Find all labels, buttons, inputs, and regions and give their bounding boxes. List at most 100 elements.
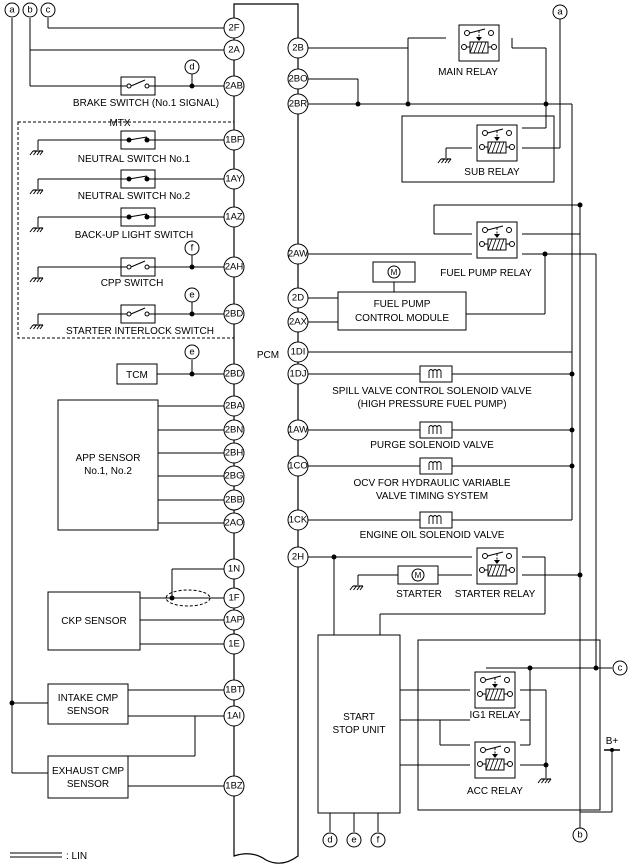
- intake-cmp-box: [47, 683, 129, 725]
- connector-e-interlock: e: [184, 287, 200, 303]
- pin-2BN: 2BN: [223, 419, 245, 441]
- neutral-switch-1-symbol: [120, 130, 156, 150]
- svg-text:d: d: [189, 62, 194, 73]
- svg-text:: LIN: : LIN: [66, 851, 87, 862]
- svg-text:1F: 1F: [228, 593, 239, 604]
- svg-text:2BD: 2BD: [225, 309, 244, 320]
- start-stop-label-2: STOP UNIT: [333, 725, 386, 736]
- fpcm-label-1: FUEL PUMP: [374, 299, 431, 310]
- svg-text:1BZ: 1BZ: [225, 781, 243, 792]
- pin-1AW: 1AW: [287, 419, 309, 441]
- pin-1N: 1N: [223, 558, 245, 580]
- tcm-label: TCM: [126, 370, 148, 381]
- svg-text:1CO: 1CO: [288, 461, 308, 472]
- svg-text:a: a: [9, 5, 15, 16]
- starter-interlock-switch-label: STARTER INTERLOCK SWITCH: [66, 326, 214, 337]
- svg-text:2BR: 2BR: [289, 99, 308, 110]
- svg-text:1AY: 1AY: [225, 174, 243, 185]
- ckp-sensor-label: CKP SENSOR: [61, 616, 126, 627]
- svg-text:2A: 2A: [228, 45, 240, 56]
- neutral-switch-1-label: NEUTRAL SWITCH No.1: [78, 154, 191, 165]
- svg-text:b: b: [27, 5, 32, 16]
- pin-1AI: 1AI: [223, 705, 245, 727]
- svg-text:c: c: [618, 663, 623, 674]
- fuel-pump-motor-icon: M: [387, 265, 401, 279]
- svg-text:d: d: [327, 835, 332, 846]
- svg-text:2BB: 2BB: [225, 495, 243, 506]
- svg-text:b: b: [577, 830, 582, 841]
- pin-1BF: 1BF: [223, 129, 245, 151]
- neutral-switch-2-symbol: [120, 169, 156, 189]
- connector-d-bottom: d: [322, 832, 338, 848]
- svg-text:2F: 2F: [228, 23, 239, 34]
- pin-2BB: 2BB: [223, 489, 245, 511]
- starter-relay-symbol: [476, 547, 518, 585]
- svg-text:1AW: 1AW: [288, 425, 308, 436]
- pin-2BA: 2BA: [223, 395, 245, 417]
- pin-1CO: 1CO: [287, 455, 309, 477]
- connector-b-top: b: [22, 2, 38, 18]
- starter-interlock-switch-symbol: [120, 304, 156, 324]
- pin-1F: 1F: [223, 587, 245, 609]
- connector-d-brake: d: [184, 59, 200, 75]
- svg-text:2BD: 2BD: [225, 369, 244, 380]
- connector-f-bottom: f: [370, 832, 386, 848]
- svg-text:2BO: 2BO: [288, 74, 307, 85]
- pcm-label: PCM: [257, 350, 279, 361]
- pin-2AW: 2AW: [287, 243, 309, 265]
- svg-text:2AH: 2AH: [225, 262, 244, 273]
- pin-2AO: 2AO: [223, 512, 245, 534]
- pin-2A: 2A: [223, 39, 245, 61]
- pin-2AH: 2AH: [223, 256, 245, 278]
- pin-2BD: 2BD: [223, 303, 245, 325]
- starter-label: STARTER: [396, 589, 442, 600]
- b-plus-label: B+: [606, 736, 619, 747]
- connector-e-bottom: e: [346, 832, 362, 848]
- backup-light-switch-symbol: [120, 207, 156, 227]
- pin-1E: 1E: [223, 633, 245, 655]
- cpp-switch-symbol: [120, 257, 156, 277]
- main-relay-label: MAIN RELAY: [438, 67, 498, 78]
- connector-e-tcm: e: [184, 344, 200, 360]
- brake-switch-symbol: [120, 76, 156, 96]
- connector-f-cpp: f: [184, 240, 200, 256]
- fuel-pump-relay-label: FUEL PUMP RELAY: [440, 268, 532, 279]
- purge-valve-label: PURGE SOLENOID VALVE: [370, 440, 494, 451]
- pcm-right-pins: 2B 2BO 2BR 2AW 2D 2AX 1DI 1DJ 1AW 1CO 1C…: [287, 37, 309, 568]
- svg-text:2AW: 2AW: [288, 249, 308, 260]
- pin-1BZ: 1BZ: [223, 775, 245, 797]
- ig1-relay-symbol: [474, 671, 516, 709]
- intake-cmp-label-1: INTAKE CMP: [58, 693, 119, 704]
- sub-relay-label: SUB RELAY: [464, 167, 520, 178]
- svg-text:2AX: 2AX: [289, 317, 308, 328]
- connector-c-top: c: [40, 2, 56, 18]
- pin-2AB: 2AB: [223, 75, 245, 97]
- fuel-pump-relay-symbol: [476, 221, 518, 259]
- svg-text:M: M: [391, 268, 398, 277]
- pin-2BG: 2BG: [223, 465, 245, 487]
- pin-2B: 2B: [287, 37, 309, 59]
- brake-switch-label: BRAKE SWITCH (No.1 SIGNAL): [73, 98, 219, 109]
- svg-text:2BA: 2BA: [225, 401, 244, 412]
- svg-text:2D: 2D: [292, 293, 304, 304]
- pin-2H: 2H: [287, 546, 309, 568]
- connector-a-top: a: [4, 2, 20, 18]
- connector-b-bottom: b: [572, 827, 588, 843]
- connector-a-right: a: [552, 4, 568, 20]
- start-stop-unit-box: [317, 634, 401, 814]
- connector-c-right: c: [612, 660, 628, 676]
- pin-2D: 2D: [287, 287, 309, 309]
- svg-text:f: f: [377, 835, 380, 846]
- svg-text:c: c: [46, 5, 51, 16]
- pin-1DJ: 1DJ: [287, 363, 309, 385]
- svg-text:2AB: 2AB: [225, 81, 243, 92]
- acc-relay-label: ACC RELAY: [467, 786, 523, 797]
- app-sensor-label-1: APP SENSOR: [76, 453, 141, 464]
- fuel-pump-control-module-box: [337, 291, 467, 331]
- svg-text:2B: 2B: [292, 43, 304, 54]
- main-relay-symbol: [458, 24, 500, 62]
- backup-light-switch-label: BACK-UP LIGHT SWITCH: [75, 230, 194, 241]
- start-stop-label-1: START: [343, 712, 375, 723]
- svg-text:2AO: 2AO: [224, 518, 243, 529]
